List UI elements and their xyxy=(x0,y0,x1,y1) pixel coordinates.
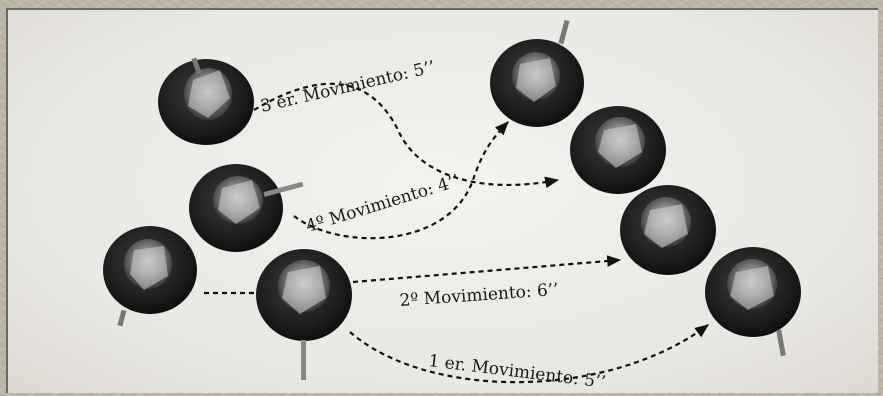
figure-base-start-bottom[interactable] xyxy=(256,249,352,380)
move-label-1: 1 er. Movimiento: 5’’ xyxy=(427,351,607,393)
figure-base-end-fourth[interactable] xyxy=(705,247,801,356)
move-label-2: 2º Movimiento: 6’’ xyxy=(399,280,559,311)
move-label-4: 4º Movimiento: 4’’ xyxy=(304,171,462,237)
movement-diagram: 3 er. Movimiento: 5’’ 4º Movimiento: 4’’… xyxy=(8,10,878,393)
figure-base-start-top[interactable] xyxy=(158,57,254,145)
figure-base-end-second[interactable] xyxy=(570,106,666,194)
figure-base-end-top[interactable] xyxy=(490,20,584,127)
move-label-3: 3 er. Movimiento: 5’’ xyxy=(259,57,437,117)
figure-base-start-middle[interactable] xyxy=(189,164,303,252)
illustration-panel: 3 er. Movimiento: 5’’ 4º Movimiento: 4’’… xyxy=(6,8,878,393)
figure-base-start-left[interactable] xyxy=(103,226,197,326)
figure-base-end-third[interactable] xyxy=(620,185,716,275)
